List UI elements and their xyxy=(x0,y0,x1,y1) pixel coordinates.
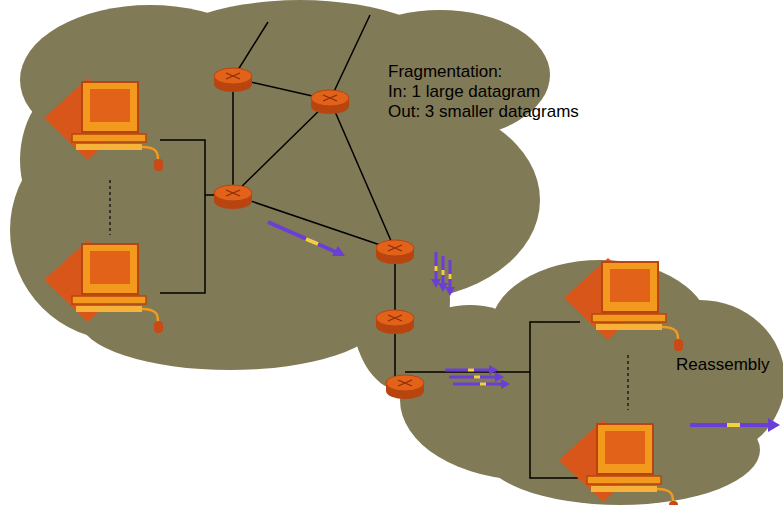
datagram-arrows xyxy=(268,222,780,432)
annotation-label: Fragmentation: xyxy=(388,62,502,82)
annotation-label: In: 1 large datagram xyxy=(388,82,540,102)
ellipsis-lines xyxy=(110,180,628,410)
annotation-label: Reassembly xyxy=(676,355,770,375)
annotation-label: Out: 3 smaller datagrams xyxy=(388,102,579,122)
links xyxy=(160,15,580,478)
